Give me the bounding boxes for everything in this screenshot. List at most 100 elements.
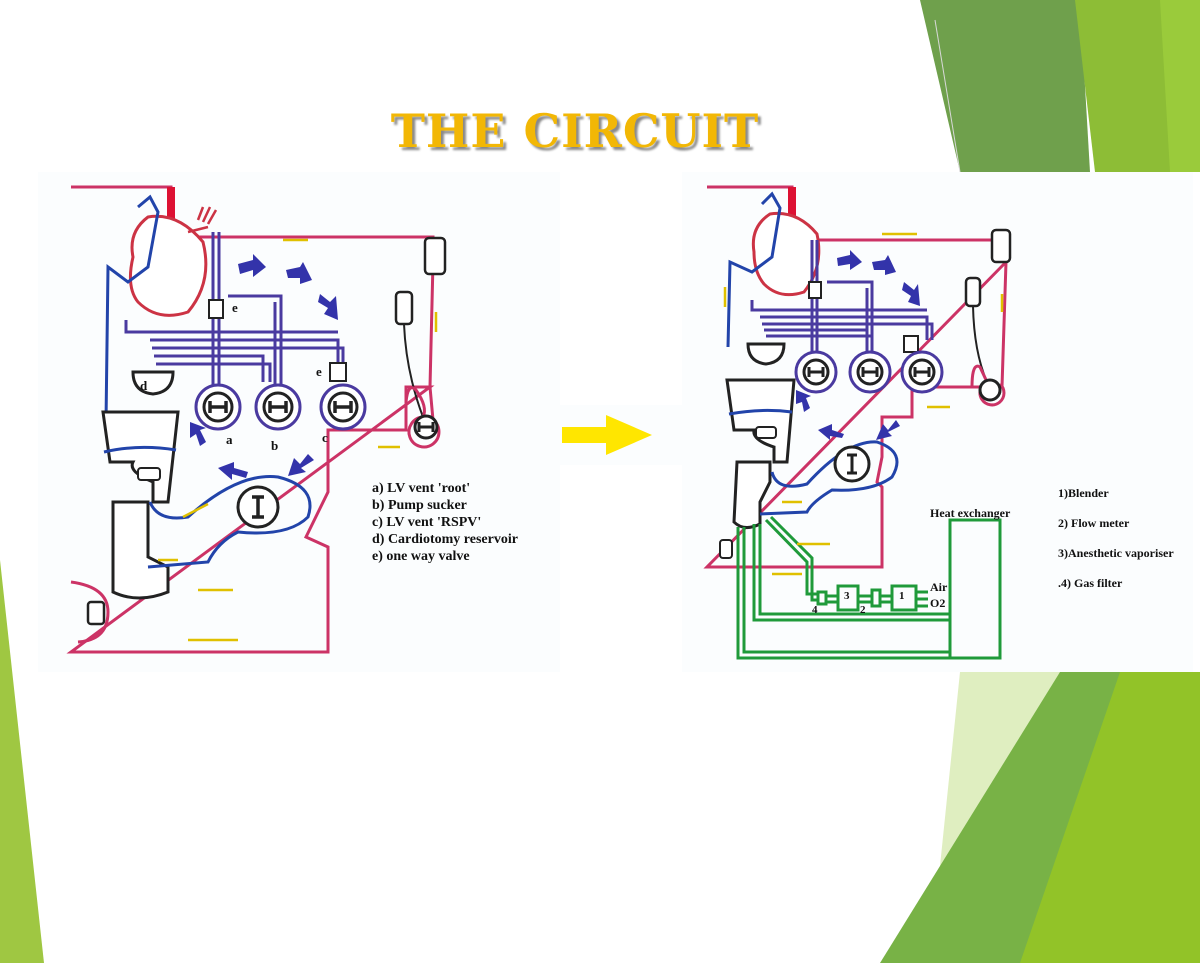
one-way-valve-2 (903, 335, 919, 353)
right-arrow-icon (562, 415, 652, 455)
flow-meter (870, 588, 882, 608)
main-pump-roller (847, 453, 857, 475)
flow-arrow-6 (796, 390, 811, 412)
flow-arrow-6 (190, 422, 206, 446)
suction-line-bundle (124, 320, 345, 382)
venous-return-line (759, 440, 899, 516)
gas-component-links (826, 590, 928, 608)
pump-c (319, 383, 367, 431)
legend-item-e: e) one way valve (372, 549, 470, 564)
bg-thin-line (934, 19, 961, 173)
circulation-arrows (190, 254, 338, 480)
legend-item-3: 3)Anesthetic vaporiser (1058, 546, 1174, 560)
gas-line-3 (764, 515, 818, 602)
arterial-filter (423, 236, 447, 276)
label-e-2: e (316, 364, 322, 379)
yellow-flow-arrows (723, 232, 1004, 576)
gas-line-1 (736, 527, 950, 660)
flow-arrow-4 (288, 454, 314, 476)
flow-arrow-5 (818, 424, 844, 440)
vaporiser (836, 584, 860, 612)
left-circuit-diagram: d e e a b c (38, 172, 560, 672)
circulation-arrows (796, 250, 920, 440)
flow-arrow-4 (876, 420, 900, 440)
oxygenator (732, 460, 772, 529)
arterial-pump (978, 378, 1002, 402)
pump-3 (900, 350, 944, 394)
arterial-filter (990, 228, 1012, 264)
pump-2 (848, 350, 892, 394)
legend-item-d: d) Cardiotomy reservoir (372, 532, 518, 547)
yellow-arrow-7 (182, 502, 209, 519)
right-legend: 1)Blender 2) Flow meter 3)Anesthetic vap… (1058, 486, 1174, 606)
reservoir-band (103, 445, 177, 454)
gas-input-o2: O2 (930, 596, 946, 610)
cardioplegia-filter (86, 600, 106, 626)
legend-item-2: 2) Flow meter (1058, 516, 1130, 530)
one-way-valve-2 (329, 362, 347, 382)
venous-reservoir (725, 378, 796, 464)
bubble-trap (964, 276, 982, 308)
vena-cava (726, 191, 782, 348)
gas-input-air: Air (930, 580, 948, 594)
heat-exchanger-box (948, 518, 1002, 660)
legend-item-b: b) Pump sucker (372, 498, 467, 513)
suction-line-bundle (750, 300, 934, 347)
legend-item-4: .4) Gas filter (1058, 576, 1123, 590)
one-way-valve-1 (808, 281, 822, 299)
arterial-pump-loop (404, 386, 441, 449)
right-circuit-diagram: Heat exchanger Air O2 1 2 3 4 (682, 172, 1193, 672)
label-e-1: e (232, 300, 238, 315)
suction-line-b (827, 280, 874, 352)
left-circuit-drawing (66, 185, 447, 654)
flow-arrow-1 (238, 254, 266, 277)
flow-arrow-3 (902, 282, 920, 306)
flow-arrow-5 (218, 462, 248, 480)
legend-item-c: c) LV vent 'RSPV' (372, 515, 482, 530)
flow-arrow-2 (872, 255, 896, 275)
legend-item-a: a) LV vent 'root' (372, 481, 471, 496)
right-circuit-drawing (703, 185, 1012, 660)
vena-cava (104, 194, 160, 423)
flow-arrow-1 (837, 250, 862, 270)
cardiotomy-reservoir (746, 342, 786, 366)
cardioplegia-line (70, 580, 110, 644)
oxygenator (111, 500, 170, 600)
arterial-pump-roller (417, 422, 435, 432)
reservoir-window (137, 467, 161, 481)
pump-b (254, 383, 302, 431)
cardiotomy-reservoir (131, 370, 175, 396)
legend-item-1: 1)Blender (1058, 486, 1109, 500)
bg-shape-left (0, 560, 44, 963)
reservoir-band (728, 408, 793, 416)
label-a: a (226, 432, 233, 447)
heat-exchanger-label: Heat exchanger (930, 506, 1011, 520)
transition-arrow (556, 405, 686, 465)
gas-number-1: 1 (899, 590, 905, 602)
gas-line-2 (752, 524, 950, 622)
main-pump-roller (252, 495, 264, 519)
reservoir-window (755, 426, 777, 439)
gas-lines (736, 515, 1002, 660)
suction-line-b (228, 294, 283, 387)
flow-arrow-3 (318, 294, 338, 320)
pump-1 (794, 350, 838, 394)
cardioplegia-filter (719, 539, 733, 559)
left-legend: a) LV vent 'root' b) Pump sucker c) LV v… (372, 480, 518, 565)
bg-shape-top-edge (1160, 0, 1200, 172)
yellow-flow-arrows (158, 238, 438, 642)
label-d: d (140, 378, 148, 393)
bg-shape-top-dark (920, 0, 1090, 172)
gas-number-2: 2 (860, 604, 866, 616)
venous-reservoir (101, 410, 180, 504)
bg-shape-bottom-light (1020, 672, 1200, 963)
one-way-valve-1 (208, 299, 224, 319)
slide-title: THE CIRCUIT (390, 104, 760, 158)
bubble-trap-line (403, 323, 424, 418)
heart-vessels (187, 206, 218, 234)
gas-number-4: 4 (812, 604, 818, 616)
gas-filter (816, 590, 828, 606)
gas-number-3: 3 (844, 590, 850, 602)
label-b: b (271, 438, 279, 453)
